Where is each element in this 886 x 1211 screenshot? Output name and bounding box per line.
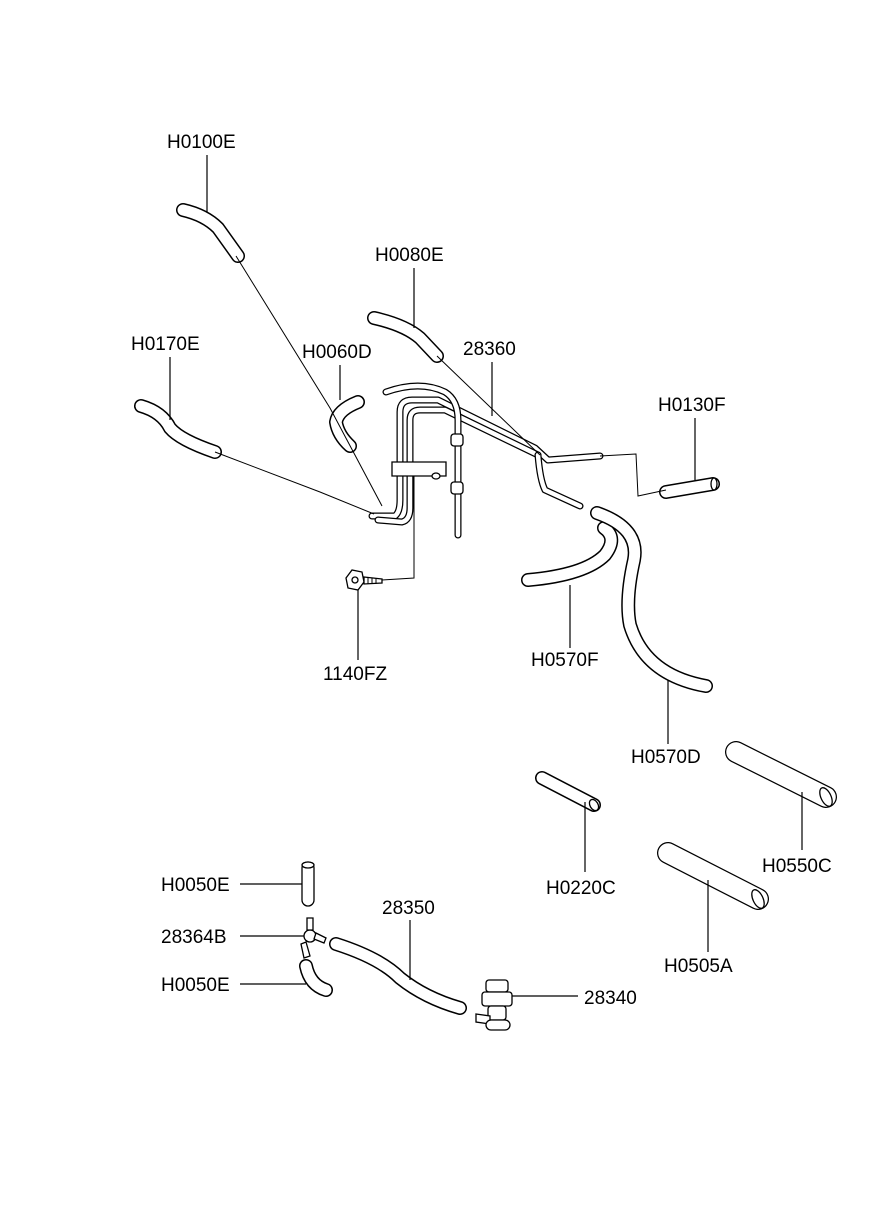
part-labels: H0100E H0080E H0170E H0060D 28360 H0130F… (131, 132, 832, 1009)
label-h0050e-lower: H0050E (161, 975, 230, 996)
valve-28340[interactable] (475, 979, 513, 1031)
connector-28364b[interactable] (300, 917, 327, 959)
label-h0080e: H0080E (375, 245, 444, 266)
label-h0220c: H0220C (546, 878, 616, 899)
hose-28350[interactable] (329, 937, 467, 1015)
hose-h0505a[interactable] (657, 842, 769, 910)
label-28364b: 28364B (161, 927, 227, 948)
hose-h0100e[interactable] (176, 203, 245, 263)
label-28360: 28360 (463, 339, 516, 360)
bolt-1140fz[interactable] (345, 569, 383, 591)
label-1140fz: 1140FZ (323, 664, 387, 685)
label-h0570f: H0570F (531, 650, 599, 671)
label-h0050e-upper: H0050E (161, 875, 230, 896)
hose-h0170e[interactable] (134, 399, 222, 459)
hose-h0080e[interactable] (367, 311, 444, 363)
pipe-assembly-28360[interactable] (368, 382, 604, 581)
leader-lines (169, 155, 803, 997)
label-h0130f: H0130F (658, 395, 726, 416)
hose-h0550c[interactable] (725, 741, 837, 808)
label-h0100e: H0100E (167, 132, 236, 153)
hose-h0220c[interactable] (535, 771, 601, 812)
hose-h0570f[interactable] (521, 521, 619, 587)
hose-h0130f[interactable] (659, 477, 720, 499)
label-h0550c: H0550C (762, 856, 832, 877)
hose-h0050e-upper[interactable] (301, 861, 315, 907)
label-h0170e: H0170E (131, 334, 200, 355)
label-h0060d: H0060D (302, 342, 372, 363)
hose-h0060d[interactable] (329, 395, 365, 453)
label-h0570d: H0570D (631, 747, 701, 768)
label-28340: 28340 (584, 988, 637, 1009)
hose-h0570d[interactable] (590, 506, 713, 693)
label-h0505a: H0505A (664, 956, 733, 977)
hose-h0050e-lower[interactable] (299, 959, 333, 997)
label-28350: 28350 (382, 898, 435, 919)
